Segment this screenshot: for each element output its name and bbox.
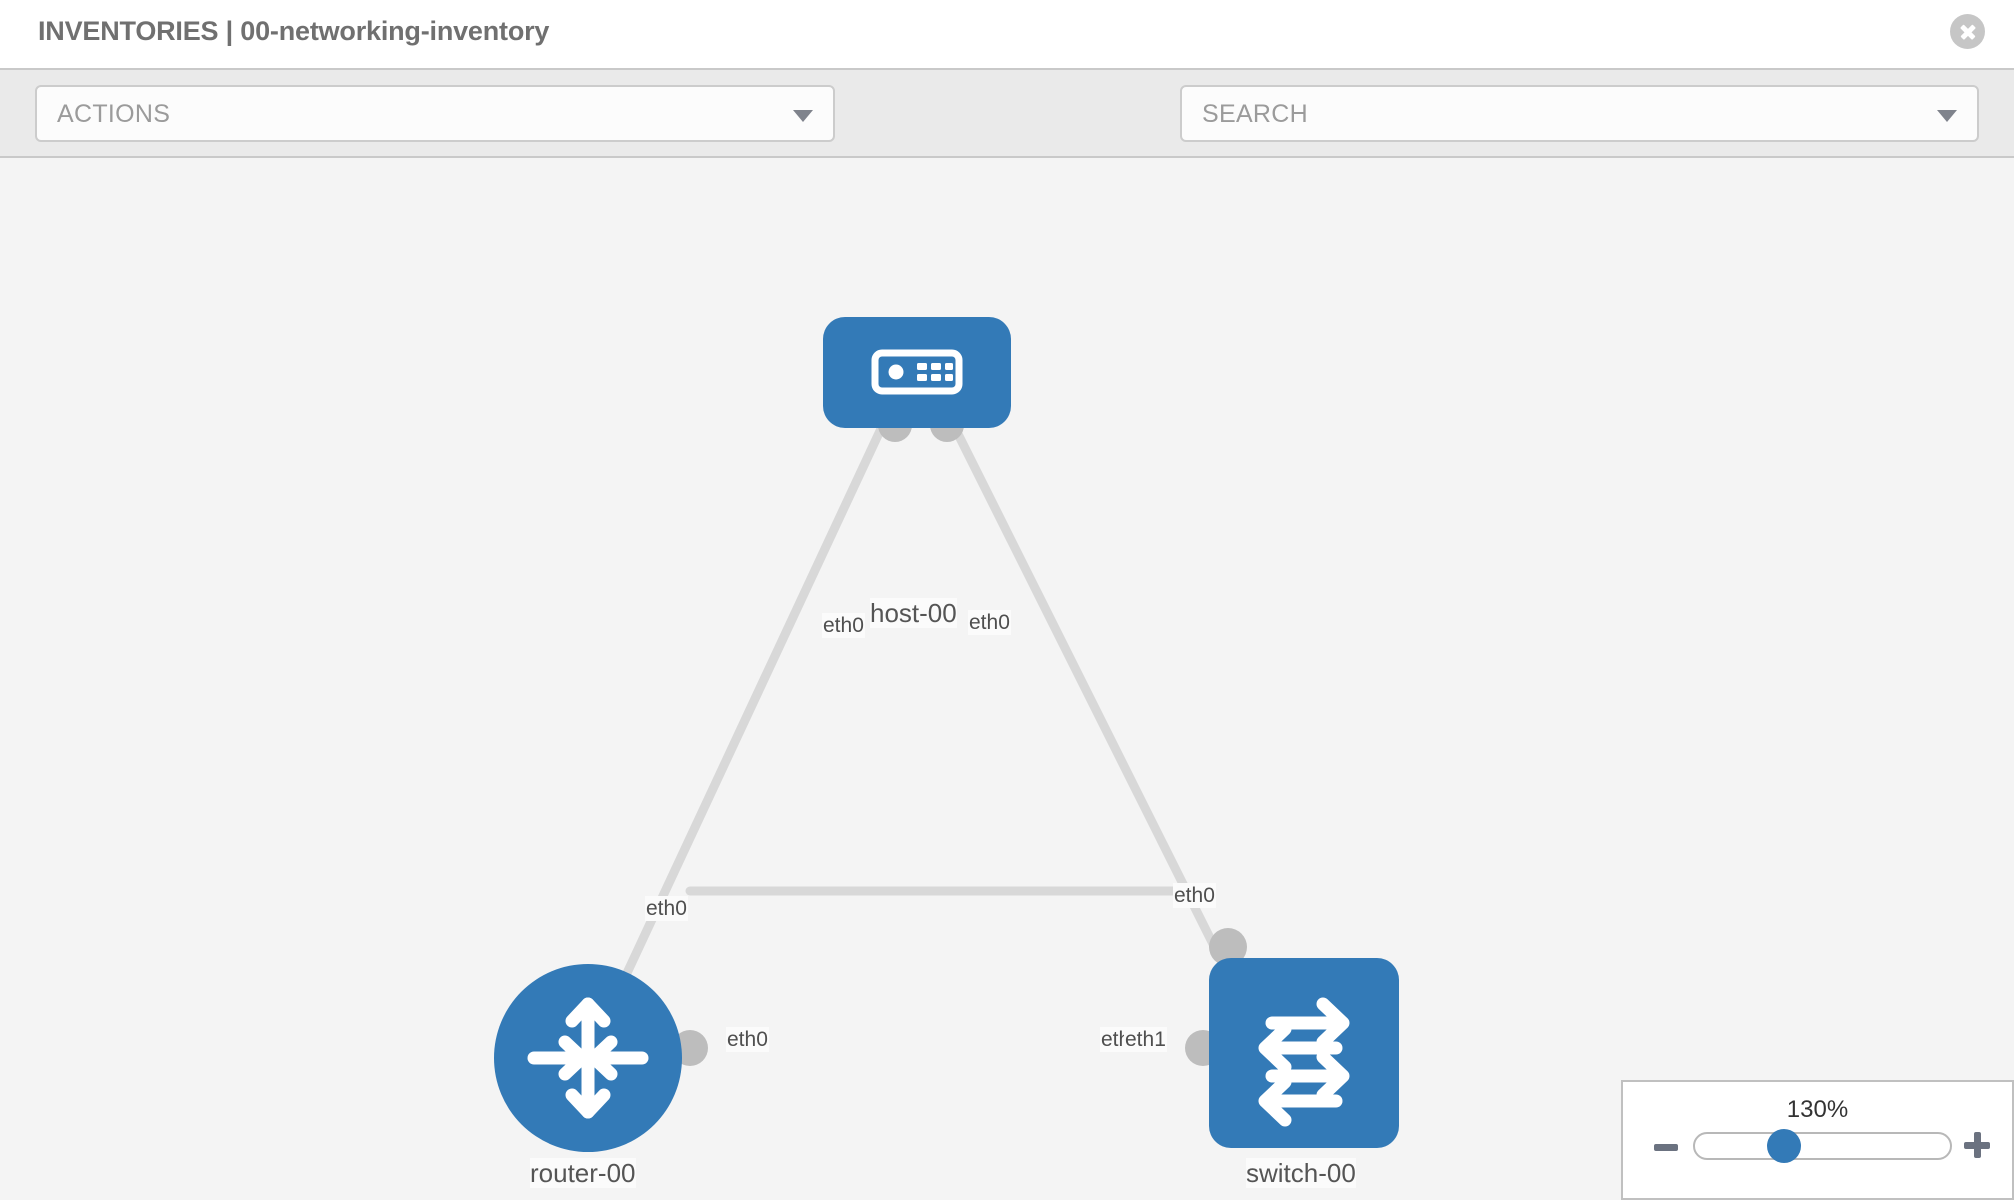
chevron-down-icon bbox=[793, 109, 813, 122]
zoom-slider-thumb[interactable] bbox=[1767, 1129, 1801, 1163]
toolbar: ACTIONS SEARCH bbox=[0, 68, 2014, 198]
topology-links bbox=[615, 413, 1240, 993]
switch-arrows-icon bbox=[1258, 997, 1350, 1127]
zoom-slider-track[interactable] bbox=[1693, 1132, 1952, 1160]
minus-icon[interactable] bbox=[1654, 1144, 1678, 1151]
port-label-router-up: eth0 bbox=[645, 896, 688, 921]
node-switch-00[interactable] bbox=[1209, 958, 1399, 1148]
page-header: INVENTORIES | 00-networking-inventory bbox=[0, 0, 2014, 68]
search-placeholder: SEARCH bbox=[1202, 100, 1308, 128]
close-icon[interactable] bbox=[1950, 14, 1985, 49]
zoom-level-value: 130% bbox=[1786, 1096, 1849, 1123]
search-input[interactable]: SEARCH bbox=[1180, 85, 1979, 142]
actions-dropdown[interactable]: ACTIONS bbox=[35, 85, 835, 142]
port-label-switch-left: eth1 bbox=[1124, 1027, 1167, 1052]
port-label-switch-up: eth0 bbox=[1173, 883, 1216, 908]
page-title: INVENTORIES | 00-networking-inventory bbox=[38, 16, 550, 46]
link-host-router bbox=[615, 413, 891, 993]
port-label-host-left: eth0 bbox=[822, 613, 865, 638]
node-label-router-00: router-00 bbox=[530, 1158, 636, 1188]
node-label-switch-00: switch-00 bbox=[1246, 1158, 1356, 1188]
node-host-00[interactable] bbox=[823, 317, 1011, 428]
plus-icon[interactable] bbox=[1964, 1132, 1990, 1158]
topology-canvas[interactable]: eth0 host-00 eth0 eth0 router-00 eth0 bbox=[0, 158, 2014, 1200]
actions-dropdown-label: ACTIONS bbox=[57, 100, 171, 128]
node-router-00[interactable] bbox=[494, 964, 682, 1152]
port-label-host-right: eth0 bbox=[968, 610, 1011, 635]
server-icon bbox=[871, 349, 963, 395]
chevron-down-icon[interactable] bbox=[1937, 109, 1957, 122]
port-label-router-right: eth0 bbox=[726, 1027, 769, 1052]
router-arrows-icon bbox=[527, 997, 649, 1119]
zoom-control-panel: 130% bbox=[1621, 1080, 2014, 1200]
node-label-host-00: host-00 bbox=[870, 598, 957, 628]
